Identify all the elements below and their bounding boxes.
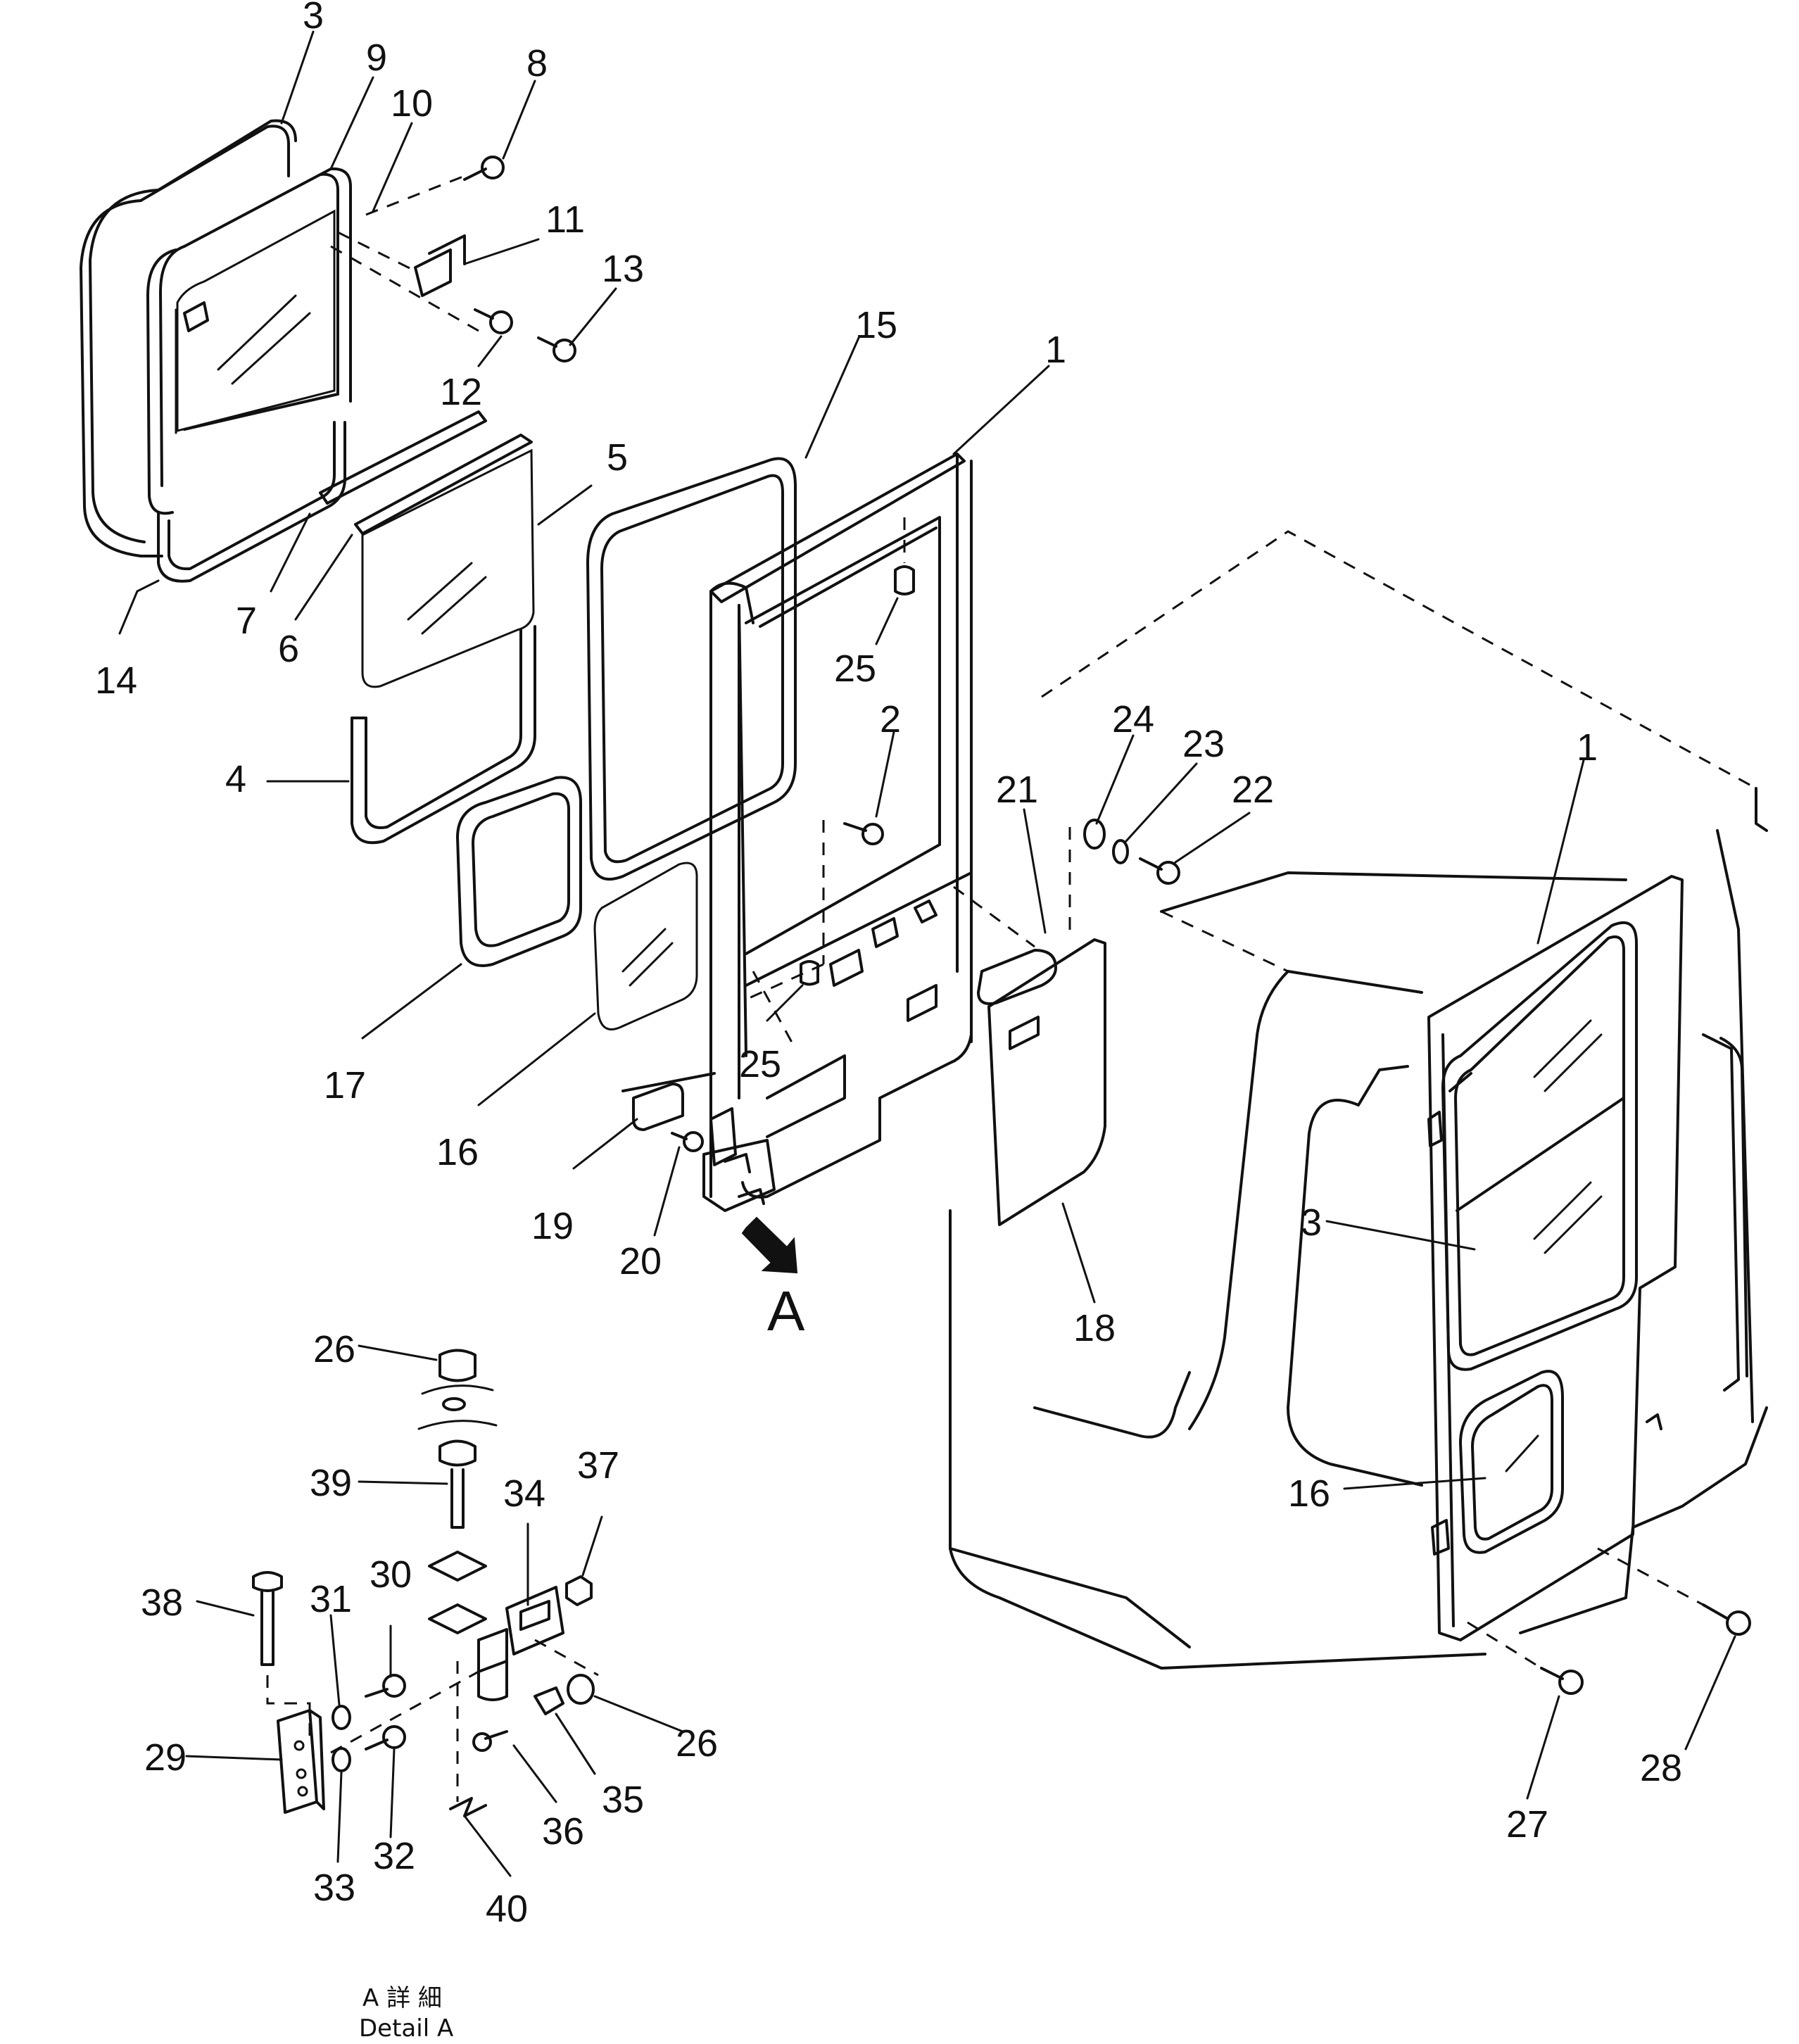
callout-25a: 25: [834, 648, 876, 690]
callout-31: 31: [310, 1578, 352, 1620]
callout-26b: 26: [676, 1722, 718, 1765]
view-label-a: A: [767, 1280, 805, 1342]
callout-26a: 26: [313, 1328, 355, 1370]
callout-39: 39: [310, 1462, 352, 1504]
callout-9: 9: [366, 37, 387, 79]
callout-2: 2: [880, 698, 901, 740]
door-frame: [621, 453, 973, 1212]
detail-caption: A 詳 細 Detail A: [359, 1984, 453, 2043]
callout-34: 34: [503, 1472, 545, 1515]
callout-4: 4: [225, 758, 246, 800]
callout-37: 37: [577, 1444, 619, 1487]
callout-22: 22: [1232, 769, 1274, 811]
callout-23: 23: [1182, 723, 1225, 765]
callout-40: 40: [486, 1888, 528, 1930]
callout-14: 14: [95, 660, 137, 702]
door-trim-assembly: [953, 819, 1180, 1226]
callout-6: 6: [278, 628, 299, 670]
callout-35: 35: [602, 1779, 644, 1821]
detail-a-hinge: [252, 1349, 599, 1817]
callout-32: 32: [373, 1835, 415, 1877]
callout-17: 17: [324, 1064, 366, 1106]
callout-27: 27: [1506, 1803, 1548, 1846]
callout-7: 7: [236, 600, 257, 642]
callout-3: 3: [303, 0, 324, 37]
callout-25b: 25: [739, 1043, 781, 1085]
caption-en: Detail A: [359, 2014, 453, 2043]
callout-18: 18: [1073, 1307, 1116, 1349]
callout-19: 19: [531, 1205, 574, 1247]
callout-20: 20: [619, 1240, 662, 1282]
callout-12: 12: [440, 371, 482, 413]
callout-8: 8: [526, 42, 548, 84]
callout-30: 30: [370, 1553, 412, 1596]
caption-jp: A 詳 細: [362, 1984, 442, 2012]
callout-11: 11: [545, 198, 585, 241]
callout-10: 10: [391, 82, 433, 125]
sliding-window-assembly: [80, 119, 576, 583]
callout-28: 28: [1640, 1747, 1682, 1789]
callout-24: 24: [1112, 698, 1154, 740]
view-arrow-a: A: [741, 1216, 805, 1342]
callout-21: 21: [996, 769, 1038, 811]
lower-window-assembly: [456, 776, 698, 1030]
callout-16: 16: [436, 1131, 479, 1173]
callout-29: 29: [144, 1736, 187, 1779]
callout-15: 15: [855, 304, 897, 346]
callout-1: 1: [1045, 329, 1066, 371]
door-seal: [586, 457, 797, 881]
callout-labels: 3 9 10 8 11 13 12 15 1 5 7 6 14 25 2 24 …: [95, 0, 1682, 1930]
fixed-window-assembly: [319, 410, 536, 845]
callout-16b: 16: [1288, 1472, 1330, 1515]
callout-33: 33: [313, 1867, 355, 1909]
callout-5: 5: [607, 436, 628, 479]
operator-cab: [949, 530, 1768, 1695]
callout-36: 36: [542, 1810, 584, 1853]
callout-3b: 3: [1301, 1201, 1322, 1244]
callout-1b: 1: [1577, 726, 1598, 769]
leader-lines: [118, 30, 1736, 1877]
callout-38: 38: [141, 1582, 183, 1624]
callout-13: 13: [602, 248, 644, 290]
